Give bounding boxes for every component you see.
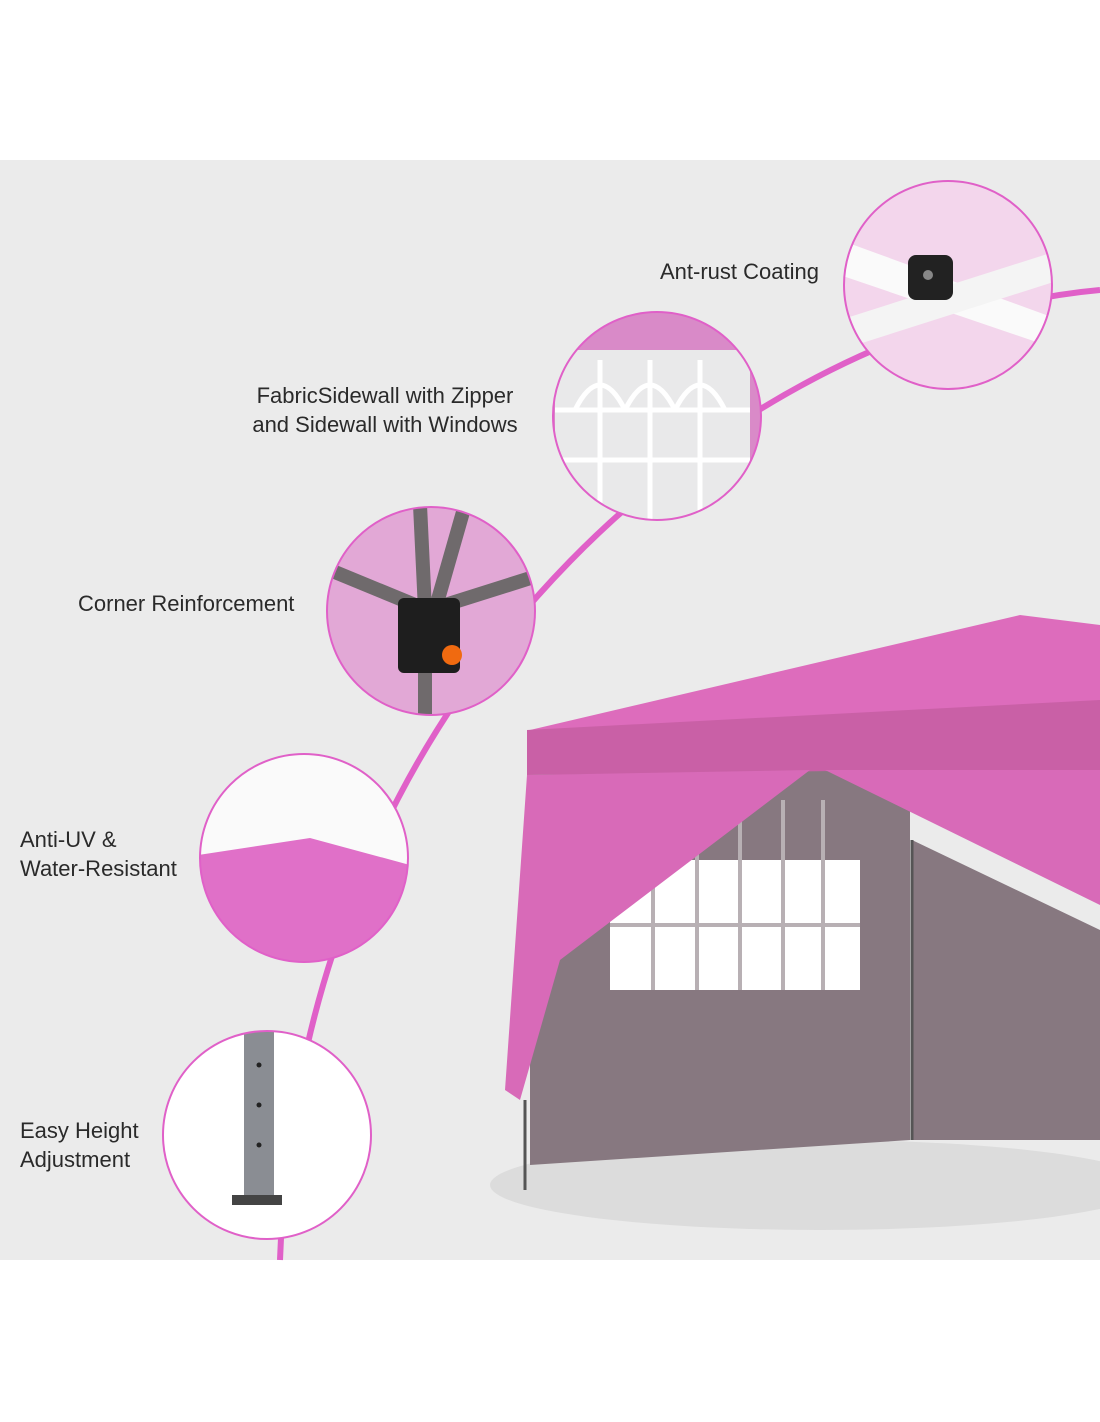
label-line: Anti-UV & [20,827,117,852]
label-line: Ant-rust Coating [660,259,819,284]
tent-illustration [490,615,1100,1230]
label-line: and Sidewall with Windows [252,412,518,437]
feature-label-anti-uv: Anti-UV & Water-Resistant [20,825,177,883]
anti-uv-canopy-image [200,754,408,962]
feature-label-corner: Corner Reinforcement [78,589,294,618]
label-line: Adjustment [20,1147,131,1172]
label-line: Water-Resistant [20,856,177,881]
feature-label-height: Easy Height Adjustment [20,1116,139,1174]
label-line: Easy Height [20,1118,139,1143]
feature-label-ant-rust: Ant-rust Coating [660,257,819,286]
height-adjustment-image [163,1031,371,1239]
sidewall-windows-image [553,312,761,520]
corner-reinforcement-image [327,507,535,715]
label-line: FabricSidewall with Zipper [256,383,514,408]
label-line: Corner Reinforcement [78,591,295,616]
ant-rust-coating-image [844,181,1052,389]
feature-label-sidewall: FabricSidewall with Zipper and Sidewall … [240,381,530,439]
